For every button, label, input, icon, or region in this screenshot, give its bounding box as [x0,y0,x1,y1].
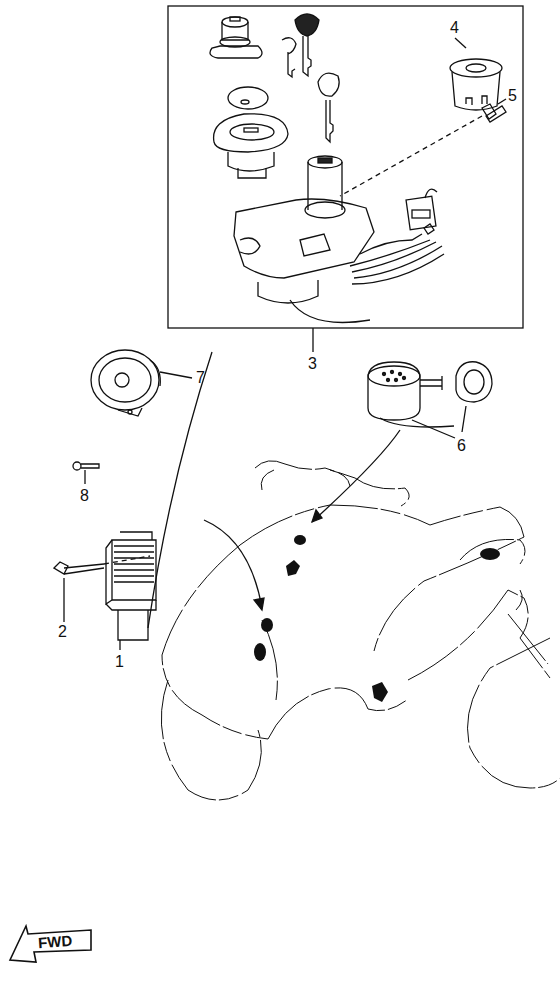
bracket-arc [380,418,454,427]
callout-number: 2 [58,624,67,640]
center-line [340,116,482,196]
leader-line [84,470,85,484]
keys [282,14,339,142]
direction-arrow: FWD [8,920,95,964]
lock-cover [450,59,502,110]
leader-line [412,406,466,438]
bolt [482,104,506,122]
screw [73,462,99,470]
locator-arrow [204,520,262,608]
relay-buzzer [368,362,492,420]
callout-number: 4 [450,20,459,36]
callout-number: 8 [80,488,89,504]
callout-number: 7 [196,370,205,386]
direction-text: FWD [37,931,72,950]
callout-number: 6 [457,438,466,454]
horn [91,350,160,416]
kit-frame [168,6,523,328]
leader-line [312,328,313,352]
locator-arrow [312,430,400,522]
location-dots [254,535,500,702]
leader-line [63,578,64,622]
callout-number: 5 [508,88,517,104]
ignition-switch [234,156,374,323]
switch-wires [350,189,444,284]
leader-line [455,38,466,48]
seat-lock [210,17,262,58]
leader-line [498,99,506,104]
callout-number: 3 [308,356,317,372]
motorcycle-outline [161,461,560,800]
bolt [54,562,104,574]
center-line [104,556,150,564]
fuel-cap [214,87,288,178]
leader-line [160,372,192,378]
leader-line [119,640,120,650]
arrow-shape [10,926,91,962]
bracket-arc [148,352,212,628]
arrow-head [254,598,264,610]
callout-number: 1 [115,654,124,670]
arrow-head [312,510,322,522]
